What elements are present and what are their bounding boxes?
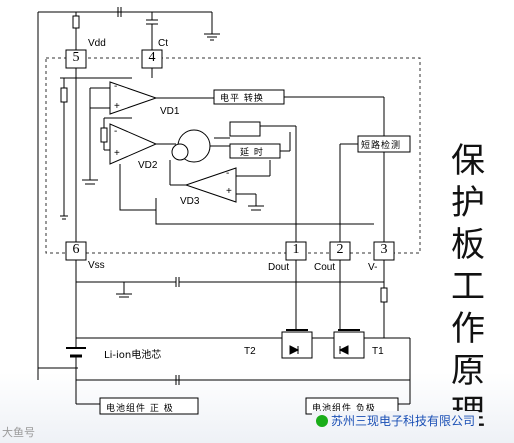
title-char: 原: [451, 351, 485, 391]
vdd-resistor: [72, 15, 80, 29]
level-shift-label: 电平 转换: [220, 94, 264, 104]
page-title: 保 护 板 工 作 原 理: [446, 140, 490, 434]
ground-symbol-top: [204, 33, 220, 41]
pin-2-label: Cout: [314, 262, 336, 273]
vd3-minus-mark: -: [226, 168, 230, 179]
short-detect-label: 短路检测: [361, 141, 402, 151]
pin-1-number: 1: [292, 242, 300, 257]
pin-5-number: 5: [72, 50, 80, 65]
title-char: 护: [451, 183, 485, 223]
watermark-right: 苏州三现电子科技有限公司: [312, 411, 480, 430]
title-char: 作: [451, 309, 485, 349]
vd1-plus-mark: +: [114, 101, 120, 112]
wechat-icon: [316, 415, 328, 427]
mosfet-t1: [333, 331, 365, 359]
t2-label: T2: [244, 346, 256, 357]
pin-6-number: 6: [72, 242, 80, 257]
pin-6-label: Vss: [88, 260, 105, 271]
terminal-positive-label: 电池组件 正 极: [106, 404, 174, 414]
vd2-resistor: [100, 127, 108, 143]
title-char: 板: [451, 225, 485, 265]
battery-label: Li-ion电池芯: [104, 350, 162, 361]
terminal-positive-box: [99, 397, 199, 415]
comparator-vd1: [109, 81, 158, 115]
vd2-minus-mark: -: [114, 126, 118, 137]
flipflop-box: [229, 121, 261, 137]
pin-4-number: 4: [148, 50, 156, 65]
ic-boundary: [45, 57, 421, 254]
vd3-label: VD3: [180, 196, 200, 207]
pin-2-number: 2: [336, 242, 344, 257]
vd3-plus-mark: +: [226, 186, 232, 197]
pin3-resistor: [380, 287, 388, 303]
vd2-label: VD2: [138, 160, 158, 171]
comparator-vd3: [184, 167, 237, 203]
divider-resistor-1: [60, 87, 68, 103]
title-char: 保: [451, 141, 485, 181]
watermark-left: 大鱼号: [2, 426, 35, 439]
vd2-plus-mark: +: [114, 148, 120, 159]
mosfet-t2: [281, 331, 313, 359]
vd1-minus-mark: -: [114, 81, 118, 92]
t1-label: T1: [372, 346, 384, 357]
title-char: 工: [451, 267, 485, 307]
pin-3-label: V-: [368, 262, 378, 273]
pin-3-number: 3: [380, 242, 388, 257]
vd1-label: VD1: [160, 106, 180, 117]
top-capacitor: [117, 7, 122, 17]
watermark-right-text: 苏州三现电子科技有限公司: [331, 414, 476, 428]
delay-label: 延 时: [240, 148, 264, 158]
pin-1-label: Dout: [268, 262, 290, 273]
pin-4-label: Ct: [158, 38, 168, 49]
terminal-negative-label: 电池组件 负极: [312, 404, 376, 414]
comparator-vd2: [109, 123, 158, 165]
pin-5-label: Vdd: [88, 38, 106, 49]
